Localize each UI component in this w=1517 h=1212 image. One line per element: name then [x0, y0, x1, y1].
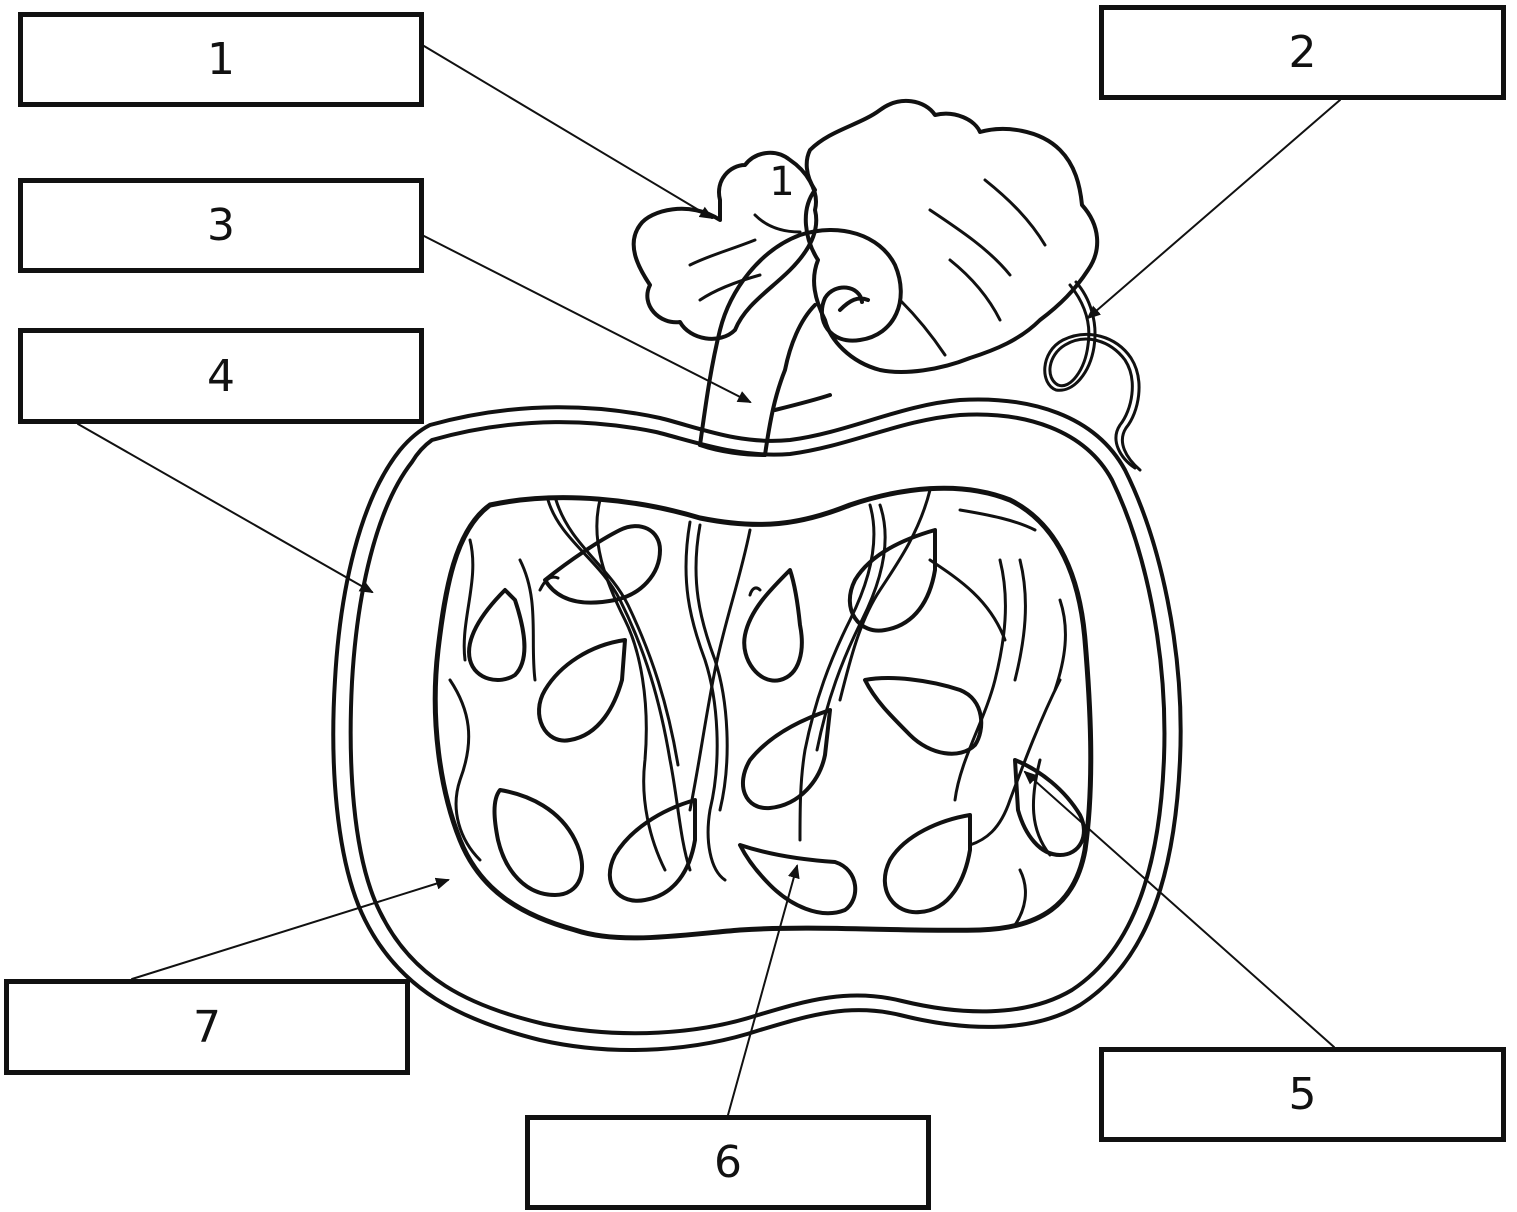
- leader-line-1: [424, 46, 712, 218]
- seed: [744, 570, 802, 681]
- label-text-6: 6: [714, 1137, 742, 1188]
- label-text-4: 4: [207, 351, 235, 402]
- leader-line-2: [1088, 100, 1340, 318]
- seed: [1015, 760, 1084, 855]
- seeds: [469, 526, 1084, 913]
- tendril: [1045, 282, 1140, 470]
- leader-line-5: [1025, 772, 1334, 1047]
- label-text-2: 2: [1289, 27, 1317, 78]
- label-text-3: 3: [207, 200, 235, 251]
- label-text-5: 5: [1289, 1069, 1317, 1120]
- pumpkin-rind: [333, 399, 1180, 1050]
- leader-line-7: [132, 880, 448, 979]
- seed: [740, 845, 855, 913]
- right-leaf: [806, 101, 1097, 372]
- label-box-4[interactable]: 4: [18, 328, 424, 424]
- pulp-cavity: [435, 488, 1091, 938]
- pulp-strands: [450, 490, 1065, 925]
- seed: [885, 815, 970, 912]
- leader-line-6: [728, 866, 797, 1115]
- label-box-5[interactable]: 5: [1099, 1047, 1506, 1142]
- label-box-2[interactable]: 2: [1099, 5, 1506, 100]
- seed: [610, 800, 695, 901]
- label-text-1: 1: [207, 34, 235, 85]
- seed: [539, 640, 625, 741]
- leaf-mark: 1: [769, 159, 794, 205]
- seed: [865, 678, 981, 754]
- label-box-6[interactable]: 6: [525, 1115, 931, 1210]
- leader-line-4: [78, 424, 372, 592]
- label-text-7: 7: [193, 1002, 221, 1053]
- seed: [469, 590, 524, 680]
- label-box-3[interactable]: 3: [18, 178, 424, 273]
- seed: [495, 790, 583, 895]
- label-box-1[interactable]: 1: [18, 12, 424, 107]
- seed: [743, 710, 830, 808]
- label-box-7[interactable]: 7: [4, 979, 410, 1075]
